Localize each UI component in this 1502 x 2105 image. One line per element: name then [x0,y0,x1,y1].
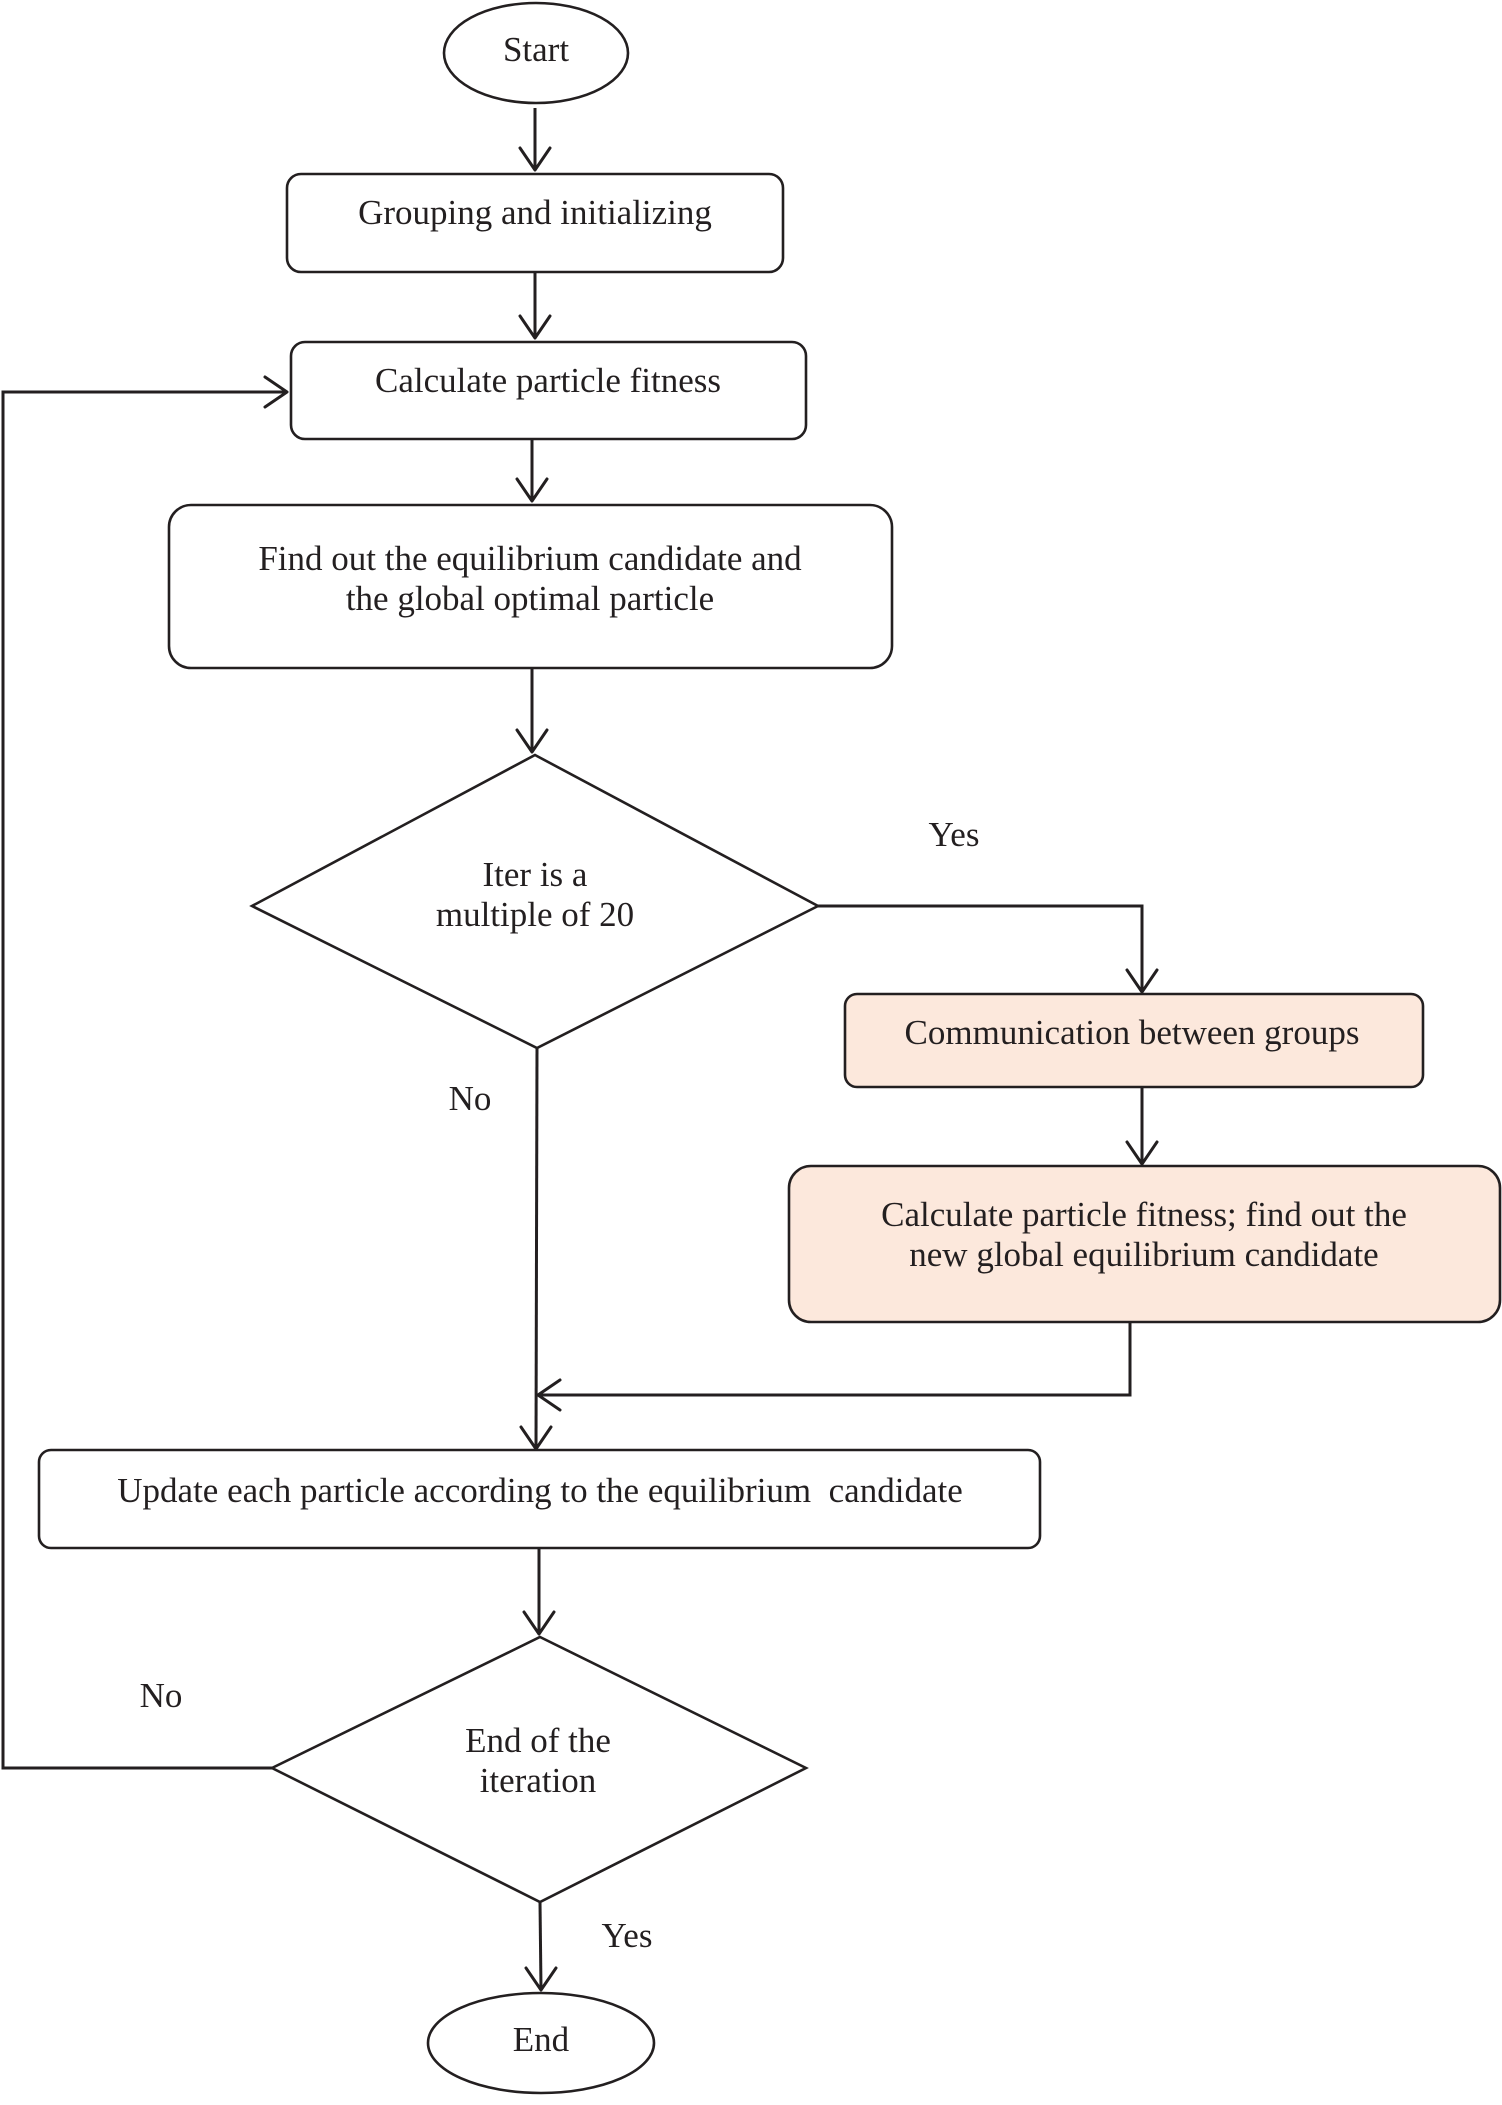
recalc-box [787,1164,1502,1324]
start-node: Start [442,1,630,105]
find-out-node: Find out the equilibrium candidate and t… [167,503,894,670]
edge-label-end-no: No [140,1676,183,1715]
edge-label-end-yes: Yes [602,1916,653,1955]
arrowhead-loop [263,375,289,409]
arrowhead-grouping [518,146,552,172]
arrowhead-recalc [1125,1140,1159,1166]
arrowhead-find [515,477,549,503]
grouping-box [285,172,785,274]
edge-iter-no-to-update [534,1047,539,1448]
update-node: Update each particle according to the eq… [37,1448,1042,1550]
grouping-label: Grouping and initializing [358,193,712,232]
calc-fitness-box [289,340,808,441]
communication-node: Communication between groups [843,992,1425,1089]
start-label: Start [503,30,569,69]
arrowhead-fitness [518,314,552,340]
end-ellipse [426,1991,656,2095]
end-node: End [426,1991,656,2095]
edge-iter-yes-to-communication [818,904,1144,990]
find-out-line2: the global optimal particle [346,579,714,618]
arrowhead-endcheck [522,1610,556,1636]
end-label: End [513,2020,570,2059]
find-out-box [167,503,894,670]
edge-endcheck-yes-to-end [538,1901,543,1989]
arrowhead-merge [536,1378,562,1412]
arrowhead-communication [1125,968,1159,994]
edge-label-iter-no: No [449,1079,492,1118]
connectors [1,108,1159,1992]
find-out-line1: Find out the equilibrium candidate and [258,539,802,578]
arrowhead-iter [515,728,549,754]
communication-label: Communication between groups [905,1013,1360,1052]
iter-check-diamond [249,753,821,1050]
edge-labels: Yes No No Yes [140,815,980,1955]
end-check-line2: iteration [480,1761,597,1800]
grouping-node: Grouping and initializing [285,172,785,274]
edge-label-iter-yes: Yes [929,815,980,854]
update-label: Update each particle according to the eq… [117,1471,962,1510]
edge-endcheck-no-loop [1,390,287,1770]
communication-box [843,992,1425,1089]
recalc-line2: new global equilibrium candidate [909,1235,1378,1274]
end-check-diamond [269,1635,809,1904]
iter-check-line2: multiple of 20 [436,895,634,934]
iter-check-line1: Iter is a [483,855,588,894]
update-box [37,1448,1042,1550]
start-ellipse [442,1,630,105]
end-check-node: End of the iteration [269,1635,809,1904]
edge-recalc-to-merge [538,1322,1132,1397]
arrowhead-end [524,1966,558,1992]
recalc-node: Calculate particle fitness; find out the… [787,1164,1502,1324]
end-check-line1: End of the [465,1721,611,1760]
recalc-line1: Calculate particle fitness; find out the [881,1195,1407,1234]
calc-fitness-node: Calculate particle fitness [289,340,808,441]
calc-fitness-label: Calculate particle fitness [375,361,721,400]
iter-check-node: Iter is a multiple of 20 [249,753,821,1050]
